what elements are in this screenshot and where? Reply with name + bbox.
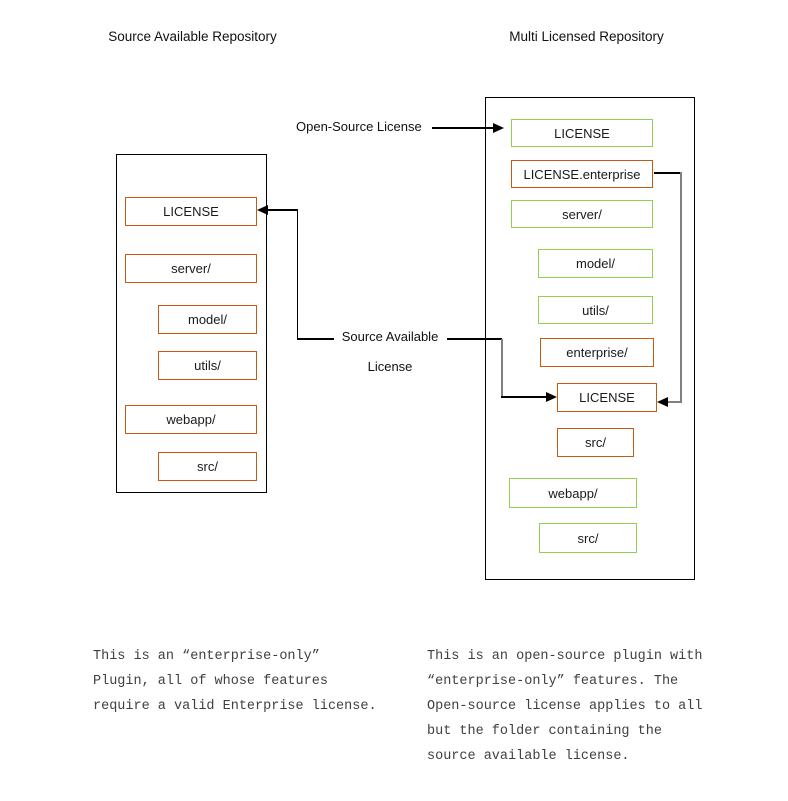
left-box-src: src/: [158, 452, 257, 481]
note-line: but the folder containing the: [427, 724, 662, 739]
source-available-connector-h4: [501, 396, 546, 398]
right-box-server: server/: [511, 200, 653, 228]
right-box-license-opensource: LICENSE: [511, 119, 653, 147]
left-box-utils: utils/: [158, 351, 257, 380]
right-repo-note: This is an open-source plugin with “ente…: [427, 644, 702, 769]
note-line: This is an “enterprise-only”: [93, 649, 320, 664]
left-box-webapp: webapp/: [125, 405, 257, 434]
source-available-label-line2: License: [367, 359, 413, 374]
right-box-license-enterprise-file: LICENSE.enterprise: [511, 160, 653, 188]
left-box-model: model/: [158, 305, 257, 334]
note-line: This is an open-source plugin with: [427, 649, 703, 664]
source-available-connector-h3: [447, 338, 502, 340]
note-line: Plugin, all of whose features: [93, 674, 328, 689]
source-available-connector-v1: [296, 209, 298, 339]
note-line: Open-source license applies to all: [427, 699, 703, 714]
right-box-enterprise-src: src/: [557, 428, 634, 457]
enterprise-connector-h1: [654, 172, 681, 174]
source-available-connector-h1: [266, 209, 298, 211]
note-line: require a valid Enterprise license.: [93, 699, 377, 714]
arrowhead-left-icon: [657, 397, 668, 407]
enterprise-connector-v1: [679, 172, 682, 403]
left-repo-note: This is an “enterprise-only” Plugin, all…: [93, 644, 377, 719]
open-source-connector-line: [432, 127, 494, 129]
left-box-server: server/: [125, 254, 257, 283]
right-box-webapp: webapp/: [509, 478, 637, 508]
enterprise-connector-h2: [667, 401, 681, 403]
source-available-connector-h2: [296, 338, 334, 340]
source-available-connector-v2: [500, 339, 503, 397]
arrowhead-right-icon: [546, 392, 557, 402]
right-box-enterprise-folder: enterprise/: [540, 338, 654, 367]
note-line: “enterprise-only” features. The: [427, 674, 679, 689]
note-line: source available license.: [427, 749, 630, 764]
arrowhead-left-icon: [257, 205, 268, 215]
right-box-utils: utils/: [538, 296, 653, 324]
right-box-webapp-src: src/: [539, 523, 637, 553]
left-repo-title: Source Available Repository: [108, 29, 277, 44]
arrowhead-right-icon: [493, 123, 504, 133]
open-source-license-label: Open-Source License: [296, 119, 422, 134]
right-box-model: model/: [538, 249, 653, 278]
right-box-enterprise-license: LICENSE: [557, 383, 657, 412]
right-repo-title: Multi Licensed Repository: [509, 29, 664, 44]
left-box-license: LICENSE: [125, 197, 257, 226]
source-available-label-line1: Source Available: [341, 329, 439, 344]
